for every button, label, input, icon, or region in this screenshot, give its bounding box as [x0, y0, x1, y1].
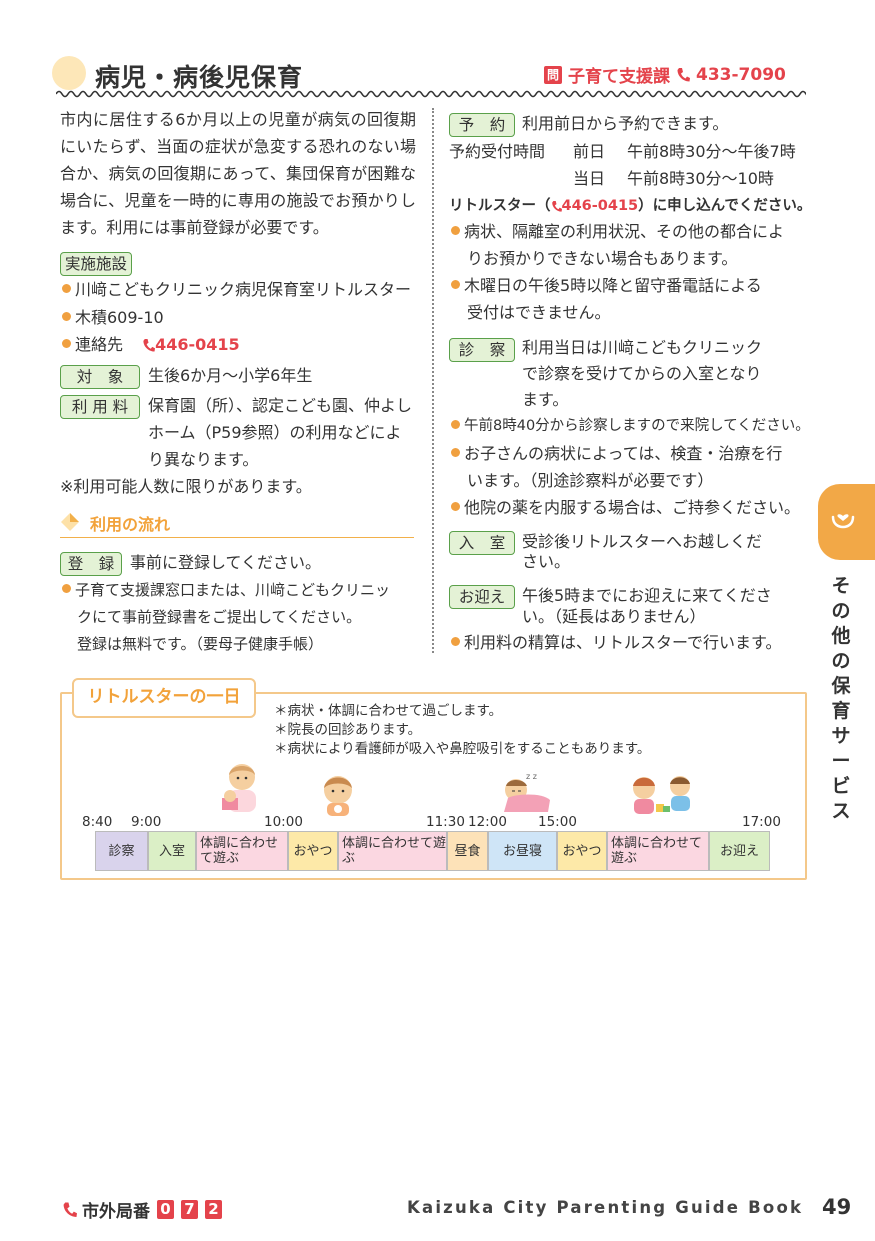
intro-text: 市内に居住する6か月以上の児童が病気の回復期にいたらず、当面の症状が急変する恐れ…: [60, 110, 416, 237]
reserve-day2: 当日: [573, 169, 606, 188]
column-divider: [432, 108, 434, 653]
reserve-bullet-cont: りお預かりできない場合もあります。: [467, 249, 738, 268]
enter-text: さい。: [522, 552, 571, 571]
schedule-block: お昼寝: [488, 831, 557, 871]
area-code-digit: 0: [157, 1200, 174, 1219]
contact-phone: 433-7090: [696, 64, 786, 85]
schedule-block: おやつ: [557, 831, 607, 871]
exam-tag: 診 察: [449, 338, 515, 362]
fee-text: 保育園（所）、認定こども園、仲よし: [148, 396, 413, 415]
schedule-block: お迎え: [709, 831, 770, 871]
schedule-box: [60, 692, 807, 880]
reserve-bullet-cont: 受付はできません。: [467, 303, 611, 322]
page-title: 病児・病後児保育: [95, 63, 304, 92]
reserve-hours-label: 予約受付時間: [449, 142, 546, 161]
area-code-digit: 2: [205, 1200, 222, 1219]
exam-text: 利用当日は川﨑こどもクリニック: [522, 338, 763, 357]
register-bullet-cont: 登録は無料です。（要母子健康手帳）: [77, 635, 324, 653]
exam-bullet: 午前8時40分から診察しますので来院してください。: [451, 413, 810, 440]
schedule-time: 8:40: [82, 814, 113, 830]
reserve-bullet: 木曜日の午後5時以降と留守番電話による: [451, 272, 762, 299]
side-tab[interactable]: [818, 484, 875, 560]
diamond-icon: [61, 513, 79, 531]
schedule-notes: ＊病状・体調に合わせて過ごします。 ＊院長の回診あります。 ＊病状により看護師が…: [274, 703, 651, 757]
schedule-block: 入室: [148, 831, 196, 871]
schedule-time: 12:00: [468, 814, 507, 830]
reserve-apply: リトルスター（446-0415）に申し込んでください。: [449, 198, 812, 214]
phone-icon: [143, 339, 156, 352]
facility-contact: 連絡先 446-0415: [62, 331, 240, 358]
pickup-bullet: 利用料の精算は、リトルスターで行います。: [451, 629, 781, 656]
area-code-digit: 7: [181, 1200, 198, 1219]
reserve-day1: 前日: [573, 142, 606, 161]
side-tab-label: その他の保育サービス: [831, 575, 851, 822]
child-eating-illustration: [324, 776, 352, 816]
reserve-tag: 予 約: [449, 113, 515, 137]
phone-icon: [63, 1202, 77, 1217]
phone-icon: [677, 67, 690, 81]
nurse-reading-illustration: [222, 764, 256, 812]
reserve-hours2: 午前8時30分～10時: [627, 169, 774, 188]
schedule-block: 体調に合わせて遊ぶ: [607, 831, 709, 871]
register-tag: 登 録: [60, 552, 122, 576]
reserve-text: 利用前日から予約できます。: [522, 114, 729, 133]
flow-divider: [60, 537, 414, 538]
fee-tag: 利 用 料: [60, 395, 140, 419]
enter-text: 受診後リトルスターへお越しくだ: [522, 532, 763, 551]
svg-text:z z: z z: [526, 772, 537, 781]
exam-text: で診察を受けてからの入室となり: [522, 364, 762, 383]
heart-hands-icon: [831, 514, 855, 529]
schedule-time: 11:30: [426, 814, 465, 830]
fee-text: ホーム（P59参照）の利用などによ: [148, 423, 402, 442]
target-text: 生後6か月～小学6年生: [148, 366, 313, 385]
schedule-time: 17:00: [742, 814, 781, 830]
capacity-note: ※利用可能人数に限りがあります。: [60, 477, 312, 496]
schedule-block: おやつ: [288, 831, 338, 871]
child-sleeping-illustration: z z: [504, 772, 550, 812]
children-playing-illustration: [633, 776, 690, 814]
schedule-time: 15:00: [538, 814, 577, 830]
schedule-block: 昼食: [447, 831, 488, 871]
enter-tag: 入 室: [449, 531, 515, 555]
schedule-title: リトルスターの一日: [72, 678, 256, 718]
pickup-text: 午後5時までにお迎えに来てくださ: [522, 586, 772, 605]
facility-item: 木積609-10: [62, 304, 164, 331]
book-title: Kaizuka City Parenting Guide Book: [407, 1198, 804, 1217]
reserve-hours1: 午前8時30分～午後7時: [627, 142, 796, 161]
contact-info: 問 子育て支援課 433-7090: [544, 62, 786, 87]
schedule-block: 体調に合わせて遊ぶ: [196, 831, 288, 871]
register-bullet-cont: クにて事前登録書をご提出してください。: [77, 608, 362, 626]
schedule-block: 診察: [95, 831, 148, 871]
schedule-time: 9:00: [131, 814, 162, 830]
exam-bullet: 他院の薬を内服する場合は、ご持参ください。: [451, 494, 800, 521]
register-bullet: 子育て支援課窓口または、川﨑こどもクリニッ: [62, 577, 390, 604]
target-tag: 対 象: [60, 365, 140, 389]
exam-bullet: お子さんの病状によっては、検査・治療を行: [451, 440, 782, 467]
phone-icon: [551, 200, 562, 212]
contact-dept: 子育て支援課: [568, 67, 670, 87]
flow-title: 利用の流れ: [90, 515, 171, 534]
facility-tag: 実施施設: [60, 252, 133, 276]
header-wave-divider: [56, 90, 806, 98]
inquiry-icon: 問: [544, 65, 562, 84]
pickup-text: い。（延長はありません）: [522, 607, 706, 626]
exam-text: ます。: [522, 390, 569, 409]
exam-bullet-cont: います。（別途診察料が必要です）: [467, 471, 714, 490]
reserve-bullet: 病状、隔離室の利用状況、その他の都合によ: [451, 218, 784, 245]
schedule-block: 体調に合わせて遊ぶ: [338, 831, 447, 871]
register-text: 事前に登録してください。: [130, 553, 322, 572]
schedule-time: 10:00: [264, 814, 303, 830]
title-decoration: [52, 56, 86, 90]
pickup-tag: お迎え: [449, 585, 515, 609]
fee-text: り異なります。: [148, 450, 259, 469]
page-number: 49: [822, 1195, 852, 1219]
facility-item: 川﨑こどもクリニック病児保育室リトルスター: [62, 276, 411, 303]
